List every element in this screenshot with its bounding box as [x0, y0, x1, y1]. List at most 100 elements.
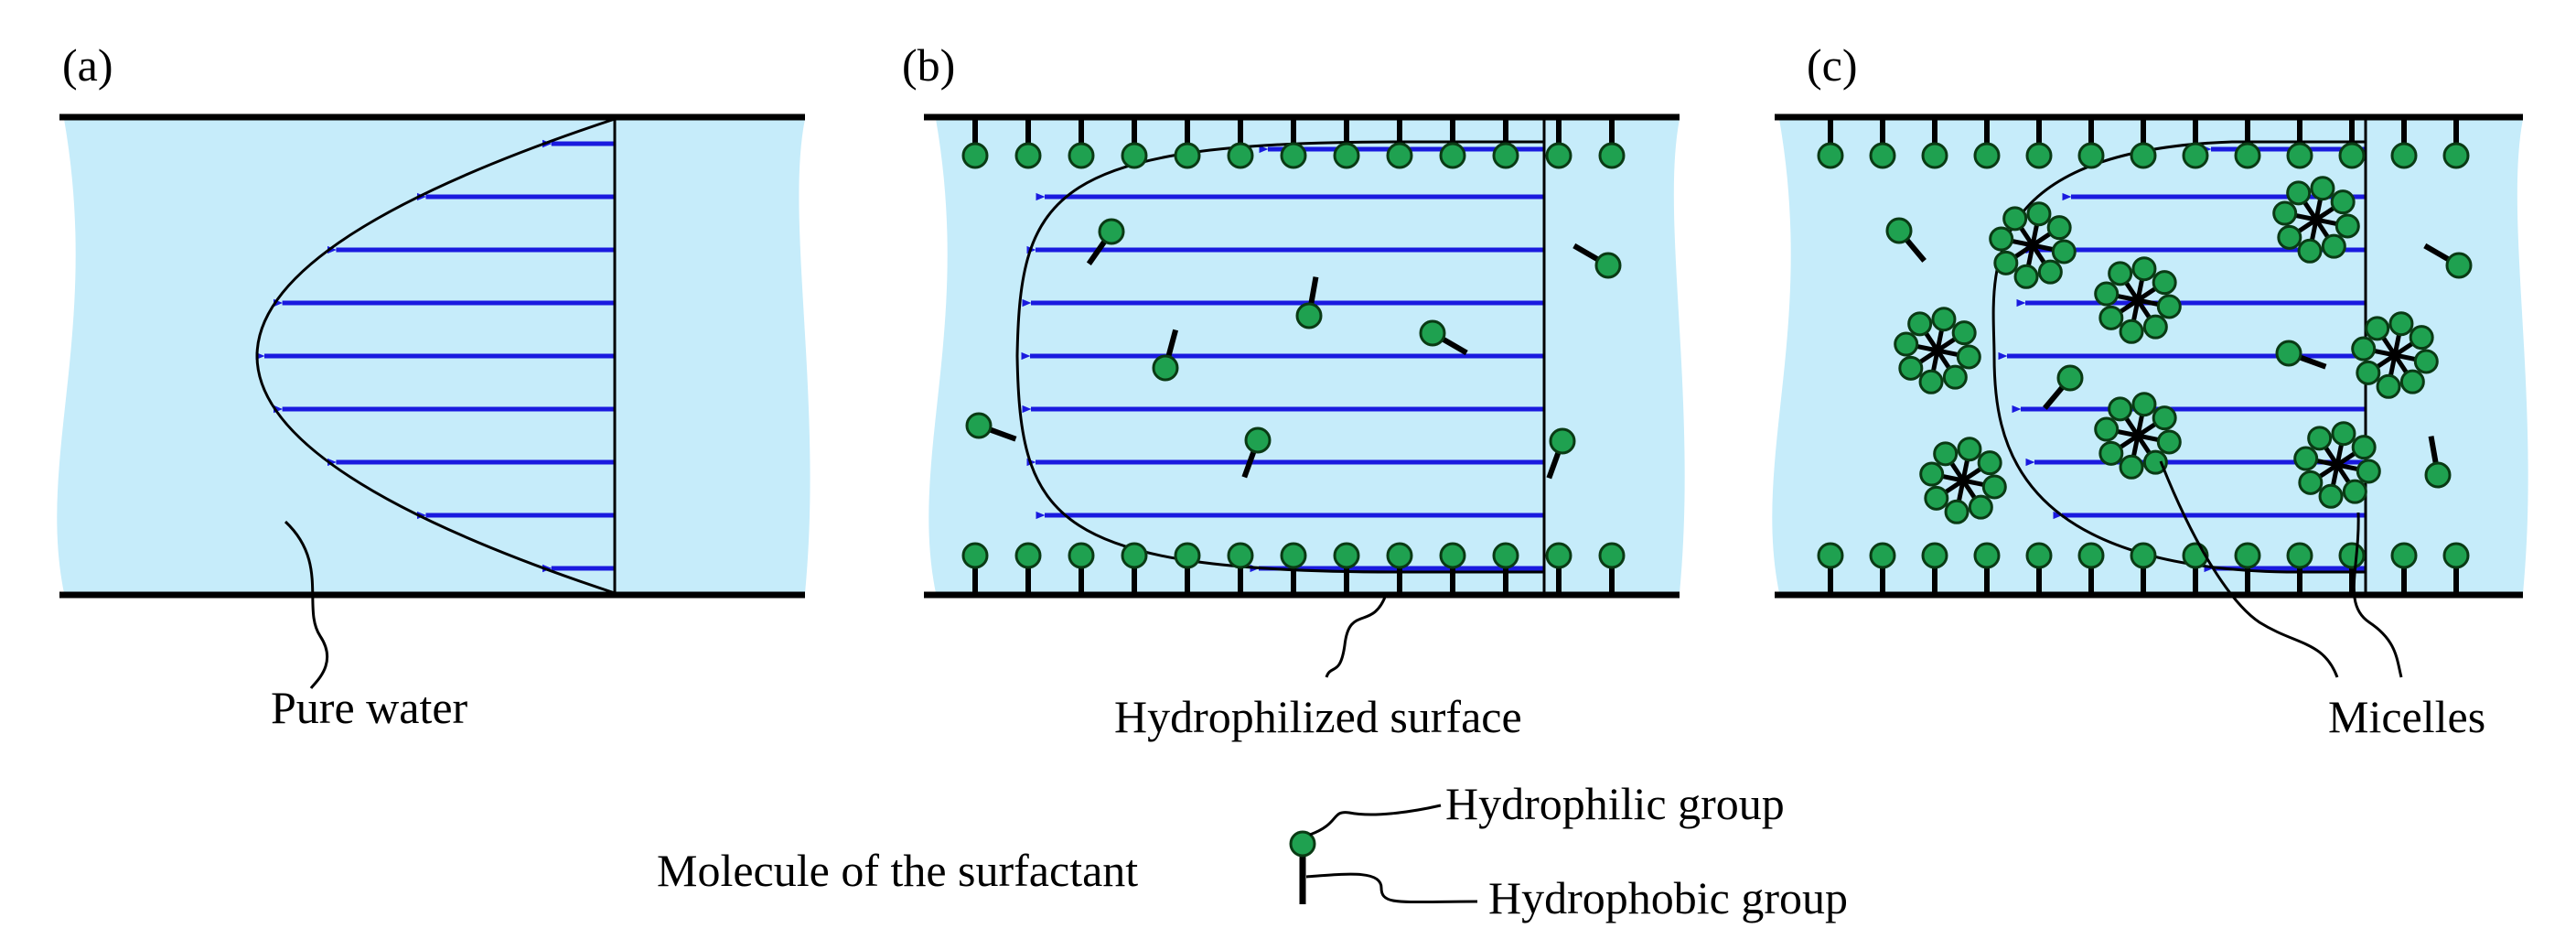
- surfactant-molecule: [1241, 426, 1272, 479]
- wall-surfactant-molecule: [2390, 116, 2418, 169]
- wall-surfactant-molecule: [2025, 116, 2053, 169]
- free-surfactant-molecules: [965, 218, 1622, 480]
- hydrophilic-head: [1289, 830, 1316, 858]
- leader-line: [2159, 460, 2339, 678]
- wall-surfactant-molecule: [1492, 542, 1519, 595]
- wall-surfactant-molecule: [1817, 542, 1844, 595]
- panel-label: (c): [1807, 39, 1858, 91]
- micelle: [2094, 256, 2182, 344]
- panel-label: (b): [902, 39, 955, 91]
- micelles-label: Micelles: [2328, 691, 2485, 742]
- surfactant-molecule: [1152, 329, 1179, 382]
- wall-surfactant-molecule: [2234, 542, 2261, 595]
- legend: Hydrophilic group Molecule of the surfac…: [657, 778, 1848, 923]
- wall-surfactant-molecule: [1333, 116, 1360, 169]
- wall-surfactant-molecule: [1545, 116, 1572, 169]
- wall-surfactant-molecule: [1280, 116, 1307, 169]
- wall-surfactant-molecule: [1921, 116, 1948, 169]
- surfactant-molecule: [2043, 364, 2084, 410]
- surfactant-molecule: [1086, 218, 1125, 265]
- panel-label: (a): [62, 39, 113, 91]
- panel-b: (b) Hydrophilized surface: [902, 39, 1685, 742]
- wall-surfactant-molecule: [1869, 542, 1896, 595]
- surfactant-molecule: [1572, 243, 1622, 279]
- wall-surfactant-molecule: [1386, 116, 1413, 169]
- surfactant-molecule: [1419, 319, 1468, 356]
- micelles: [1894, 176, 2439, 524]
- wall-surfactant-molecule: [2130, 542, 2157, 595]
- wall-surfactant-molecule: [1439, 116, 1466, 169]
- hydrophilized-surface-label: Hydrophilized surface: [1114, 691, 1522, 742]
- wall-surfactant-molecule: [1174, 542, 1201, 595]
- wall-surfactant-molecule: [1869, 116, 1896, 169]
- micelle: [2351, 311, 2439, 399]
- wall-surfactant-molecule: [1921, 542, 1948, 595]
- wall-surfactant-molecule: [1227, 542, 1254, 595]
- wall-surfactant-molecule: [2077, 116, 2105, 169]
- surfactant-molecule: [2275, 340, 2327, 370]
- velocity-profile-curve: [1015, 140, 1544, 574]
- wall-surfactant-molecule: [1598, 542, 1626, 595]
- surfactant-molecule: [965, 412, 1017, 442]
- wall-surfactant-molecule: [1227, 116, 1254, 169]
- adsorbed-surfactant-layer: [1817, 116, 2470, 595]
- wall-surfactant-molecule: [1068, 542, 1095, 595]
- surfactant-molecule: [1295, 276, 1323, 329]
- wall-surfactant-molecule: [1973, 116, 2001, 169]
- wall-surfactant-molecule: [1068, 116, 1095, 169]
- wall-surfactant-molecule: [2286, 542, 2313, 595]
- wall-surfactant-molecule: [1386, 542, 1413, 595]
- wall-surfactant-molecule: [1014, 116, 1042, 169]
- panel-a: (a) Pure water: [57, 39, 810, 733]
- leader-line: [1309, 804, 1442, 837]
- wall-surfactant-molecule: [2130, 116, 2157, 169]
- micelle: [1919, 437, 2007, 524]
- velocity-profile-curve: [255, 117, 616, 595]
- micelle: [1989, 201, 2077, 289]
- wall-surfactant-molecule: [2442, 542, 2470, 595]
- surfactant-molecule: [1546, 427, 1576, 480]
- wall-surfactant-molecule: [1817, 116, 1844, 169]
- pure-water-label: Pure water: [271, 682, 468, 733]
- wall-surfactant-molecule: [1545, 542, 1572, 595]
- wall-surfactant-molecule: [2025, 542, 2053, 595]
- wall-surfactant-molecule: [1492, 116, 1519, 169]
- wall-surfactant-molecule: [1014, 542, 1042, 595]
- surfactant-molecule: [2424, 436, 2452, 489]
- leader-line: [1305, 872, 1478, 904]
- hydrophilic-group-label: Hydrophilic group: [1445, 778, 1785, 829]
- wall-surfactant-molecule: [1333, 542, 1360, 595]
- wall-surfactant-molecule: [2234, 116, 2261, 169]
- wall-surfactant-molecule: [1121, 542, 1148, 595]
- micelle: [2272, 176, 2360, 264]
- wall-surfactant-molecule: [2077, 542, 2105, 595]
- wall-surfactant-molecule: [961, 542, 989, 595]
- wall-surfactant-molecule: [1174, 116, 1201, 169]
- leader-line: [2352, 512, 2403, 678]
- velocity-profile-curve: [1991, 140, 2366, 574]
- wall-surfactant-molecule: [1973, 542, 2001, 595]
- micelle: [2094, 392, 2182, 480]
- micelle: [1894, 307, 1981, 394]
- wall-surfactant-molecule: [2442, 116, 2470, 169]
- velocity-arrows: [264, 144, 615, 568]
- free-surfactant-molecules: [1885, 217, 2473, 489]
- adsorbed-surfactant-layer: [961, 116, 1626, 595]
- wall-surfactant-molecule: [1121, 116, 1148, 169]
- hydrophobic-group-label: Hydrophobic group: [1488, 872, 1848, 923]
- wall-surfactant-molecule: [2390, 542, 2418, 595]
- surfactant-molecule: [2423, 243, 2473, 279]
- surfactant-molecule: [1885, 217, 1927, 263]
- wall-surfactant-molecule: [2182, 116, 2209, 169]
- wall-surfactant-molecule: [2338, 116, 2366, 169]
- wall-surfactant-molecule: [1280, 542, 1307, 595]
- molecule-label: Molecule of the surfactant: [657, 845, 1138, 896]
- leader-line: [284, 520, 328, 689]
- micelle: [2293, 421, 2381, 509]
- wall-surfactant-molecule: [961, 116, 989, 169]
- wall-surfactant-molecule: [2286, 116, 2313, 169]
- panel-c: (c) Micelles: [1772, 39, 2528, 742]
- leader-line: [1325, 594, 1388, 678]
- wall-surfactant-molecule: [1598, 116, 1626, 169]
